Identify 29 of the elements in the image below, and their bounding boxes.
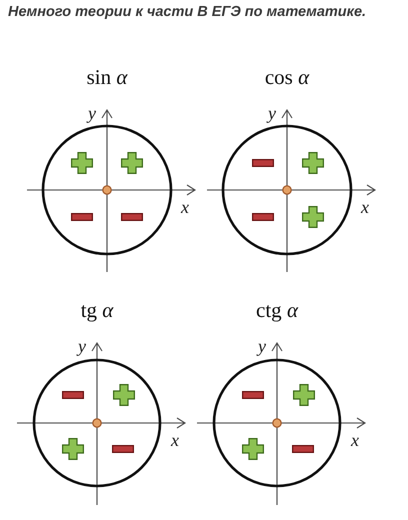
panel-heading: sin α (86, 65, 128, 89)
minus-icon (112, 445, 134, 453)
axis-label: x (181, 198, 189, 216)
plus-icon (242, 438, 264, 460)
minus-icon (242, 391, 264, 399)
minus-icon (292, 445, 314, 453)
axis-label: x (351, 431, 359, 449)
plus-icon (71, 152, 93, 174)
plus-icon (302, 152, 324, 174)
minus-icon (71, 213, 93, 221)
plus-icon (113, 384, 135, 406)
title: Немного теории к части В ЕГЭ по математике. (8, 4, 366, 21)
axis-label: y (78, 337, 86, 355)
plus-icon (293, 384, 315, 406)
minus-icon (252, 159, 274, 167)
plus-icon (121, 152, 143, 174)
axis-label: y (258, 337, 266, 355)
minus-icon (121, 213, 143, 221)
minus-icon (62, 391, 84, 399)
panel-heading: ctg α (256, 298, 298, 322)
axis-label: x (171, 431, 179, 449)
axis-label: y (88, 104, 96, 122)
axis-label: x (361, 198, 369, 216)
axis-label: y (268, 104, 276, 122)
plus-icon (62, 438, 84, 460)
minus-icon (252, 213, 274, 221)
panel-heading: tg α (80, 298, 114, 322)
panel-heading: cos α (264, 65, 310, 89)
plus-icon (302, 206, 324, 228)
